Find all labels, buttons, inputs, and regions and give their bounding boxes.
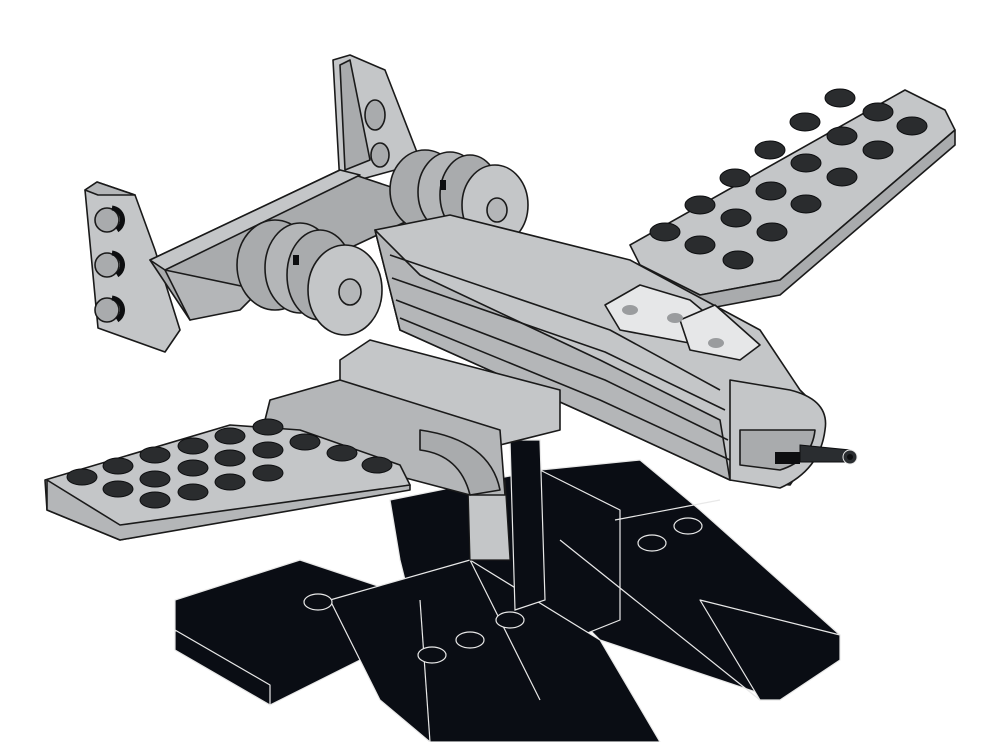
wing-root: [264, 339, 561, 496]
right-wing-studs: [649, 88, 928, 270]
tail-studs: [94, 205, 125, 323]
left-wing-studs: [66, 418, 393, 509]
left-wing: [44, 418, 411, 541]
fuselage: [374, 214, 827, 489]
display-stand: [174, 439, 841, 742]
canopy: [604, 284, 761, 361]
right-tail-fin: [332, 54, 421, 186]
left-tail-fin: [84, 181, 181, 353]
engine-right: [389, 149, 529, 246]
engine-left: [236, 219, 383, 336]
right-wing: [629, 88, 956, 311]
nose-gun: [775, 444, 858, 465]
stand-studs: [303, 517, 703, 664]
